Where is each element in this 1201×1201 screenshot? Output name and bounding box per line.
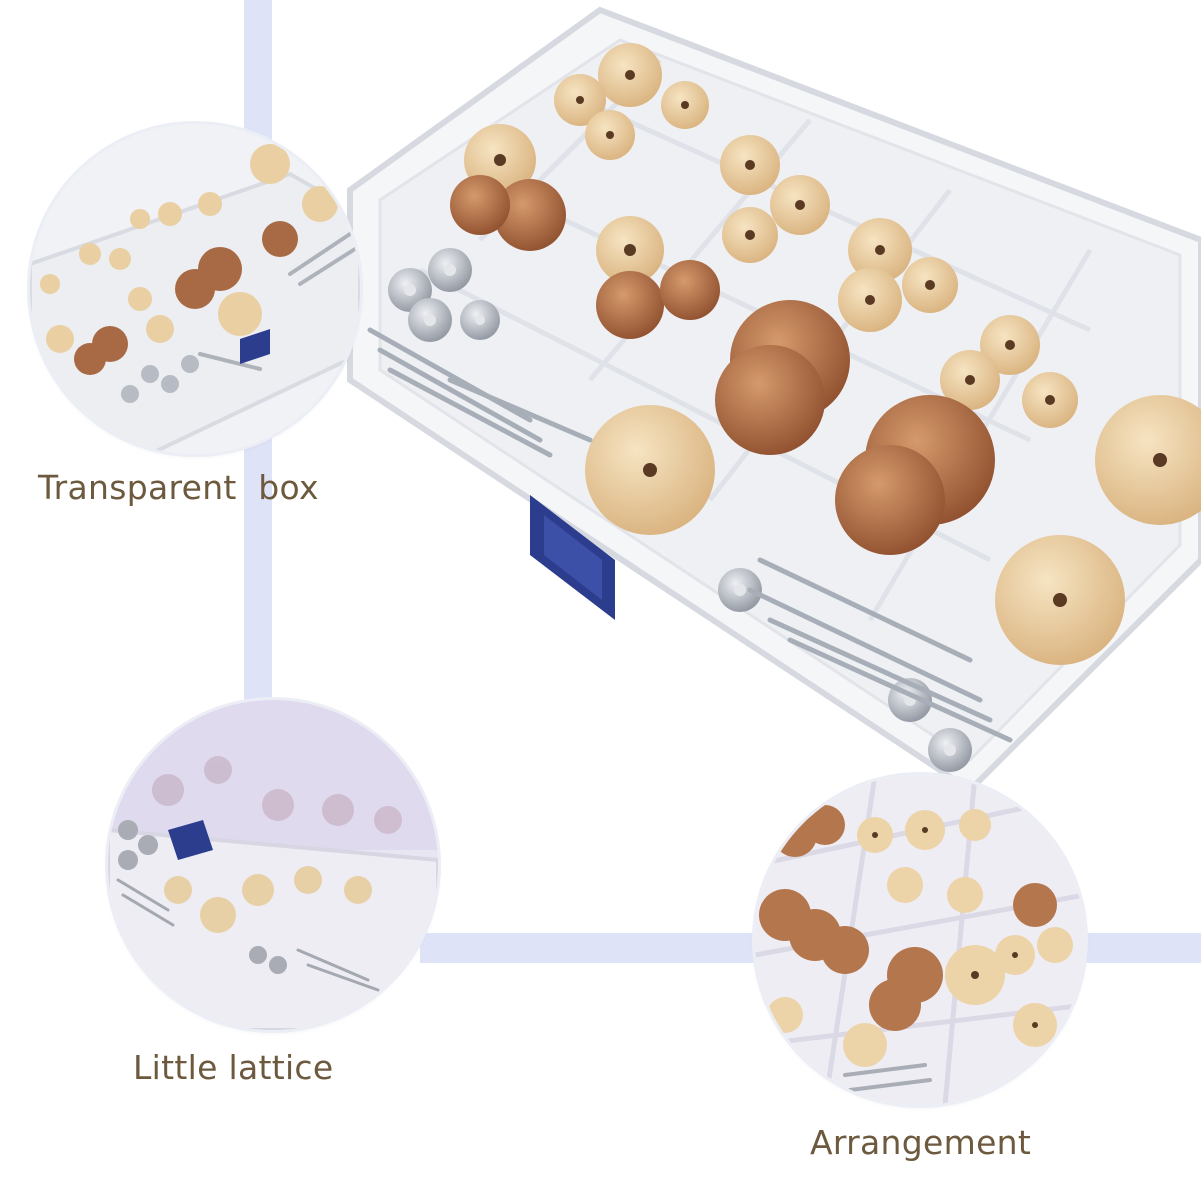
bubble-arrangement	[755, 775, 1085, 1105]
caption-transparent-box: Transparent box	[38, 468, 319, 507]
bubble-transparent-box	[30, 124, 360, 454]
bubble-little-lattice	[108, 700, 438, 1030]
caption-arrangement: Arrangement	[810, 1123, 1032, 1162]
caption-little-lattice: Little lattice	[133, 1048, 334, 1087]
storage-box-photo	[330, 0, 1201, 800]
latch-clip	[530, 495, 615, 620]
